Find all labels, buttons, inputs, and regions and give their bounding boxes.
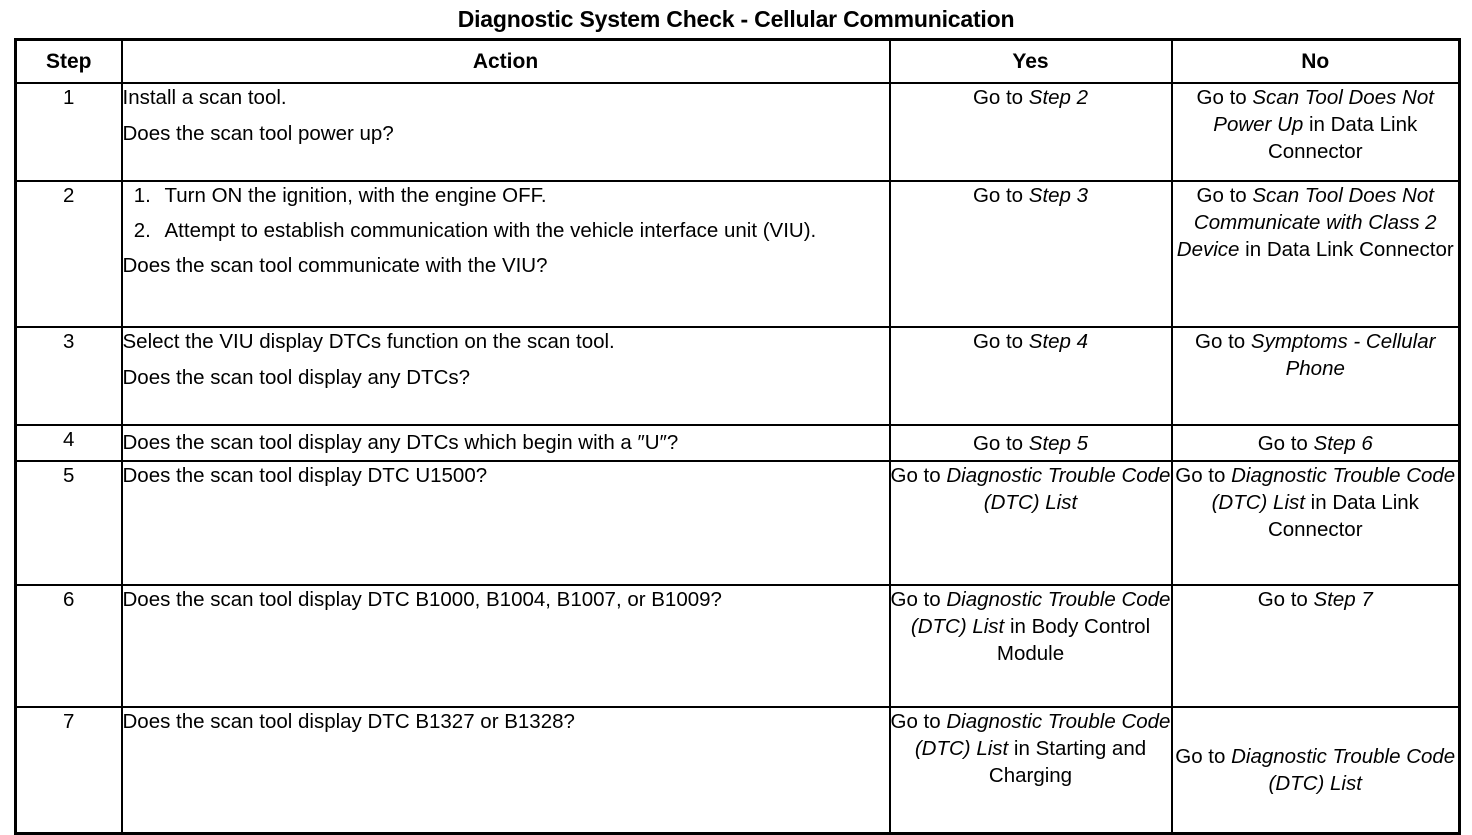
branch-reference: Diagnostic Trouble Code (DTC) List [914, 710, 1171, 760]
branch-reference: Scan Tool Does Not Power Up [1213, 86, 1434, 136]
yes-branch-cell: Go to Diagnostic Trouble Code (DTC) List [888, 460, 1173, 586]
action-cell: Does the scan tool display DTC U1500? [120, 460, 891, 586]
action-line: Does the scan tool display any DTCs? [122, 366, 471, 389]
yes-branch-cell: Go to Step 4 [888, 326, 1173, 426]
yes-branch-cell: Go to Step 2 [888, 82, 1173, 182]
diagnostic-flow-table: Step Action Yes No 1 Install a scan tool… [14, 38, 1461, 835]
branch-suffix: in Starting and Charging [988, 737, 1147, 787]
step-number: 2 [14, 180, 123, 328]
branch-prefix: Go to [890, 588, 947, 611]
list-item: Attempt to establish communication with … [157, 217, 889, 244]
action-cell: Does the scan tool display any DTCs whic… [120, 424, 891, 462]
action-line: Does the scan tool display any DTCs whic… [122, 431, 679, 454]
branch-prefix: Go to [972, 184, 1029, 207]
branch-reference: Step 7 [1313, 588, 1373, 611]
no-branch-cell: Go to Step 7 [1170, 584, 1461, 708]
no-branch-cell: Go to Diagnostic Trouble Code (DTC) List… [1170, 460, 1461, 586]
action-line: Install a scan tool. [122, 86, 287, 109]
step-number: 5 [14, 460, 123, 586]
action-cell: Does the scan tool display DTC B1000, B1… [120, 584, 891, 708]
branch-reference: Step 2 [1028, 86, 1089, 109]
step-number: 6 [14, 584, 123, 708]
table-row: 4 Does the scan tool display any DTCs wh… [14, 424, 1461, 462]
branch-suffix: in Body Control Module [996, 615, 1151, 665]
action-line: Does the scan tool display DTC B1327 or … [122, 710, 575, 733]
no-branch-cell: Go to Diagnostic Trouble Code (DTC) List [1170, 706, 1461, 834]
branch-reference: Step 5 [1028, 431, 1089, 455]
yes-branch-cell: Go to Step 3 [888, 180, 1173, 328]
no-branch-cell: Go to Symptoms - Cellular Phone [1170, 326, 1461, 426]
branch-prefix: Go to [1257, 588, 1314, 611]
branch-prefix: Go to [1175, 464, 1232, 487]
branch-prefix: Go to [1196, 184, 1253, 207]
table-body: 1 Install a scan tool. Does the scan too… [14, 82, 1461, 834]
step-number: 7 [14, 706, 123, 834]
table-row: 7 Does the scan tool display DTC B1327 o… [14, 706, 1461, 834]
action-cell: Select the VIU display DTCs function on … [120, 326, 891, 426]
branch-prefix: Go to [972, 431, 1029, 455]
column-header-step: Step [14, 38, 123, 84]
branch-reference: Diagnostic Trouble Code (DTC) List [910, 588, 1171, 638]
branch-suffix: in Data Link Connector [1239, 238, 1454, 261]
branch-reference: Step 4 [1028, 330, 1089, 353]
step-number: 3 [14, 326, 123, 426]
action-question: Does the scan tool communicate with the … [122, 254, 548, 277]
action-cell: Turn ON the ignition, with the engine OF… [120, 180, 891, 328]
branch-reference: Diagnostic Trouble Code (DTC) List [1231, 744, 1456, 795]
branch-reference: Step 6 [1313, 431, 1373, 455]
no-branch-cell: Go to Step 6 [1170, 424, 1461, 462]
action-line: Select the VIU display DTCs function on … [122, 330, 615, 353]
step-number: 1 [14, 82, 123, 182]
branch-suffix: in Data Link Connector [1267, 113, 1418, 163]
table-row: 6 Does the scan tool display DTC B1000, … [14, 584, 1461, 708]
branch-prefix: Go to [972, 330, 1029, 353]
action-cell: Does the scan tool display DTC B1327 or … [120, 706, 891, 834]
no-branch-cell: Go to Scan Tool Does Not Power Up in Dat… [1170, 82, 1461, 182]
branch-prefix: Go to [1196, 86, 1253, 109]
yes-branch-cell: Go to Diagnostic Trouble Code (DTC) List… [888, 706, 1173, 834]
list-item: Turn ON the ignition, with the engine OF… [157, 182, 889, 209]
branch-prefix: Go to [890, 710, 947, 733]
action-line: Does the scan tool power up? [122, 122, 394, 145]
branch-prefix: Go to [890, 464, 947, 487]
branch-reference: Symptoms - Cellular Phone [1250, 330, 1436, 380]
page-title: Diagnostic System Check - Cellular Commu… [457, 6, 1015, 32]
column-header-action: Action [120, 38, 891, 84]
step-number: 4 [14, 424, 123, 462]
action-line: Does the scan tool display DTC B1000, B1… [122, 588, 722, 611]
branch-prefix: Go to [972, 86, 1029, 109]
table-row: 2 Turn ON the ignition, with the engine … [14, 180, 1461, 328]
branch-reference: Diagnostic Trouble Code (DTC) List [1211, 464, 1456, 514]
branch-reference: Step 3 [1028, 184, 1089, 207]
table-header-row: Step Action Yes No [14, 38, 1461, 84]
branch-prefix: Go to [1175, 744, 1232, 768]
branch-suffix: in Data Link Connector [1267, 491, 1419, 541]
table-row: 1 Install a scan tool. Does the scan too… [14, 82, 1461, 182]
yes-branch-cell: Go to Step 5 [888, 424, 1173, 462]
branch-reference: Diagnostic Trouble Code (DTC) List [946, 464, 1171, 514]
branch-reference: Scan Tool Does Not Communicate with Clas… [1176, 184, 1437, 261]
column-header-yes: Yes [888, 38, 1173, 84]
column-header-no: No [1170, 38, 1461, 84]
action-numbered-list: Turn ON the ignition, with the engine OF… [123, 182, 889, 244]
yes-branch-cell: Go to Diagnostic Trouble Code (DTC) List… [888, 584, 1173, 708]
action-line: Does the scan tool display DTC U1500? [122, 464, 488, 487]
no-branch-cell: Go to Scan Tool Does Not Communicate wit… [1170, 180, 1461, 328]
branch-prefix: Go to [1195, 330, 1251, 353]
table-row: 5 Does the scan tool display DTC U1500? … [14, 460, 1461, 586]
action-cell: Install a scan tool. Does the scan tool … [120, 82, 891, 182]
branch-prefix: Go to [1257, 431, 1314, 455]
table-row: 3 Select the VIU display DTCs function o… [14, 326, 1461, 426]
